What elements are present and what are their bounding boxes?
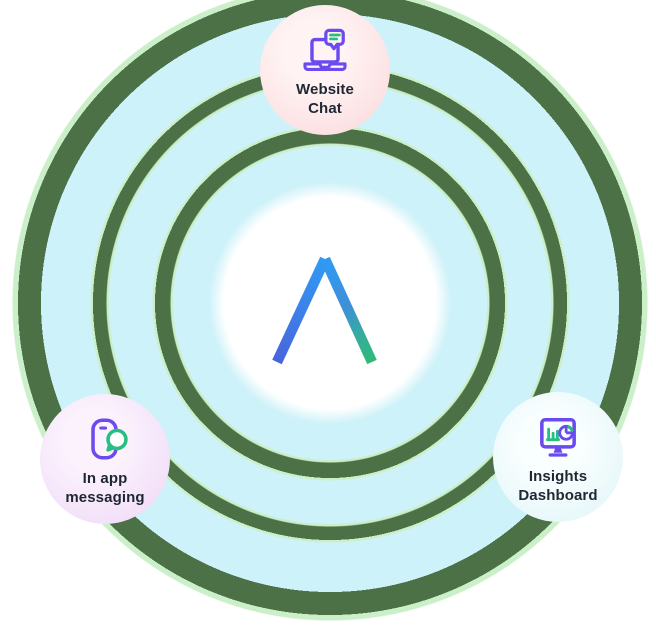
phone-chat-icon [91, 418, 128, 460]
laptop-chat-icon [303, 28, 347, 71]
badge-in-app-messaging-label: In app messaging [65, 469, 144, 507]
badge-label-line: Website [296, 81, 354, 98]
center-circle [209, 182, 451, 424]
badge-website-chat: Website Chat [260, 5, 390, 135]
badge-label-line: Dashboard [518, 487, 598, 504]
badge-insights-dashboard-label: Insights Dashboard [518, 467, 597, 505]
badge-label-line: Chat [308, 100, 342, 117]
badge-in-app-messaging: In app messaging [40, 394, 170, 524]
badge-label-line: messaging [65, 489, 145, 506]
badge-website-chat-label: Website Chat [296, 80, 354, 118]
badge-insights-dashboard: Insights Dashboard [493, 392, 623, 522]
badge-label-line: In app [82, 470, 128, 487]
badge-label-line: Insights [528, 468, 588, 485]
monitor-chart-icon [540, 418, 576, 457]
brand-chevron-logo [272, 256, 377, 365]
